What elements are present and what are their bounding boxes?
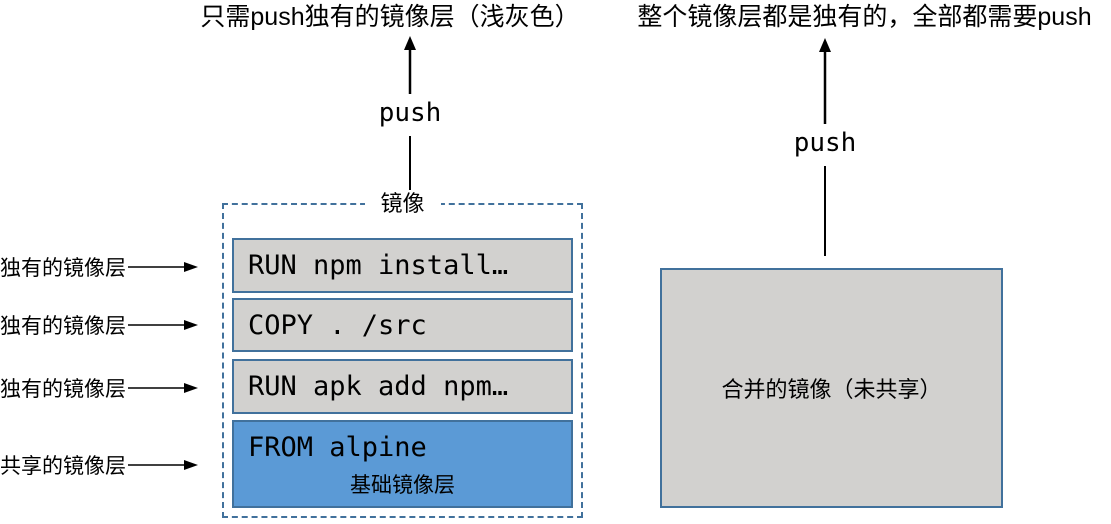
layer-run-apk-add: RUN apk add npm… [232, 359, 573, 414]
caption-unique-layers: 只需push独有的镜像层（浅灰色） [200, 3, 580, 31]
side-label-shared: 共享的镜像层 [0, 450, 222, 480]
layer-base-caption: 基础镜像层 [350, 474, 455, 497]
image-box-title: 镜像 [364, 190, 441, 218]
side-label-text: 独有的镜像层 [0, 257, 126, 280]
push-label-right: push [793, 128, 857, 158]
layer-base-command: FROM alpine [248, 431, 427, 463]
layer-run-npm-install: RUN npm install… [232, 238, 573, 293]
push-label-left: push [378, 98, 442, 128]
side-label-unique-3: 独有的镜像层 [0, 373, 222, 403]
layer-copy-src: COPY . /src [232, 298, 573, 352]
arrow-right-icon [128, 320, 198, 330]
side-label-text: 独有的镜像层 [0, 315, 126, 338]
caption-merged-layers: 整个镜像层都是独有的，全部都需要push [637, 3, 1092, 31]
push-arrow-up-left-icon [404, 36, 416, 94]
side-label-unique-2: 独有的镜像层 [0, 310, 222, 340]
side-label-text: 独有的镜像层 [0, 378, 126, 401]
layer-base-image: FROM alpine 基础镜像层 [232, 420, 573, 508]
image-box: 镜像 RUN npm install… COPY . /src RUN apk … [222, 190, 583, 518]
push-arrow-up-right-icon [819, 38, 831, 124]
arrow-right-icon [128, 460, 198, 470]
push-line-right [824, 166, 826, 256]
arrow-right-icon [128, 262, 198, 272]
merged-image-label: 合并的镜像（未共享） [721, 377, 942, 402]
merged-image-box: 合并的镜像（未共享） [660, 268, 1003, 508]
arrow-right-icon [128, 383, 198, 393]
side-label-text: 共享的镜像层 [0, 455, 126, 478]
side-label-unique-1: 独有的镜像层 [0, 252, 222, 282]
push-line-left [409, 136, 411, 192]
